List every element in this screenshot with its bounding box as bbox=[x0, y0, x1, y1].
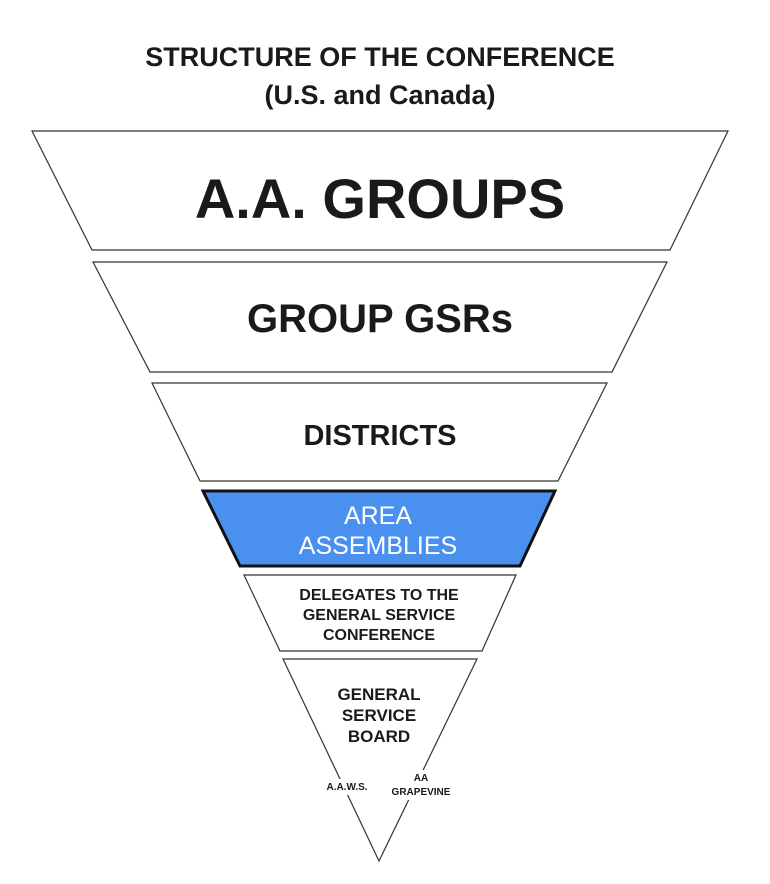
tier-gsb-label-1: GENERAL bbox=[337, 685, 420, 704]
aaws-label-bg bbox=[318, 779, 374, 795]
tier-group-gsrs bbox=[92, 261, 668, 373]
tier-districts-label: DISTRICTS bbox=[303, 420, 456, 452]
tier-area-assemblies-label-2: ASSEMBLIES bbox=[299, 532, 457, 560]
tier-aa-groups bbox=[31, 130, 729, 251]
tier-group-gsrs-label: GROUP GSRs bbox=[247, 297, 513, 341]
diagram-subtitle: (U.S. and Canada) bbox=[264, 80, 495, 110]
tier-gsb-label-2: SERVICE bbox=[342, 706, 416, 725]
tier-area-assemblies-label-1: AREA bbox=[344, 502, 412, 530]
tier-area-assemblies bbox=[200, 489, 558, 568]
tier-delegates-label-3: CONFERENCE bbox=[323, 627, 435, 644]
grapevine-label-bg bbox=[384, 770, 444, 800]
tier-delegates bbox=[243, 574, 517, 652]
aaws-label: A.A.W.S. bbox=[326, 782, 367, 793]
tier-general-service-board bbox=[282, 658, 478, 863]
grapevine-label-2: GRAPEVINE bbox=[392, 787, 451, 798]
tier-delegates-label-2: GENERAL SERVICE bbox=[303, 607, 456, 624]
tier-gsb-label-3: BOARD bbox=[348, 727, 410, 746]
tier-delegates-label-1: DELEGATES TO THE bbox=[299, 587, 459, 604]
tier-aa-groups-label: A.A. GROUPS bbox=[195, 167, 565, 230]
grapevine-label-1: AA bbox=[414, 773, 428, 784]
diagram-title: STRUCTURE OF THE CONFERENCE bbox=[145, 42, 615, 72]
tier-districts bbox=[151, 382, 608, 482]
